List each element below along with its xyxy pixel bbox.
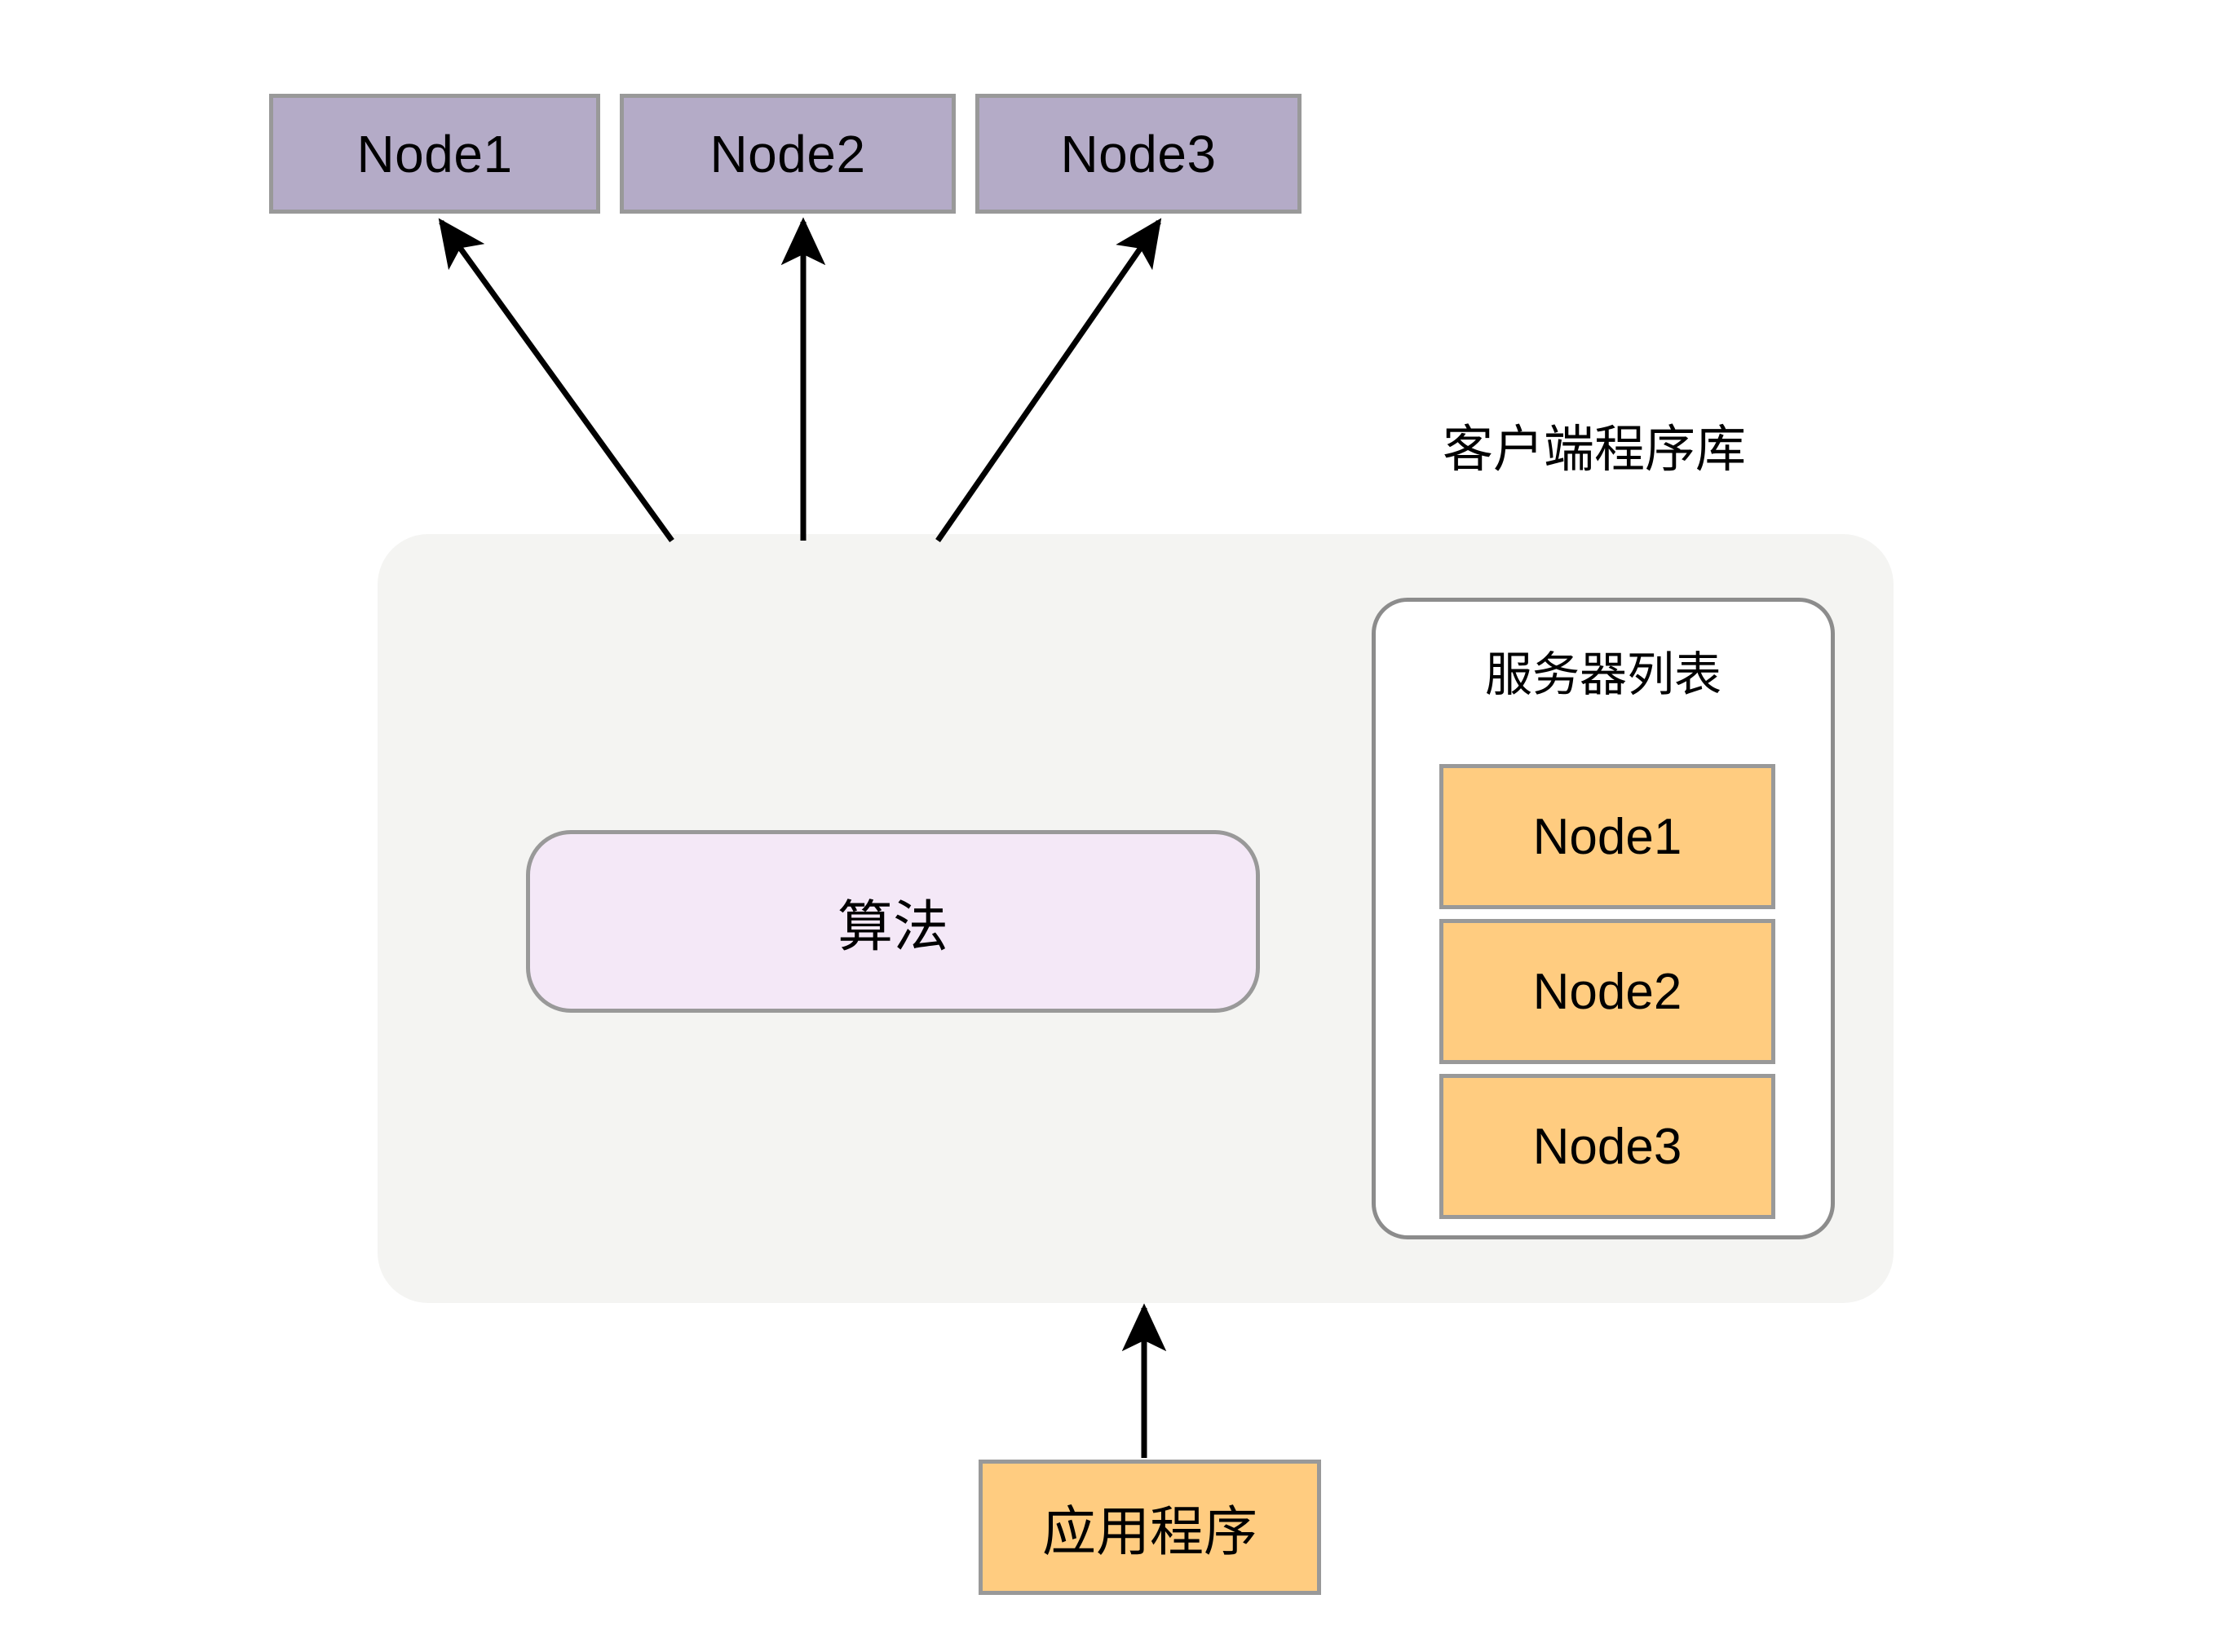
application-label: 应用程序: [1042, 1501, 1257, 1561]
server-list-item-3[interactable]: Node3: [1439, 1074, 1775, 1219]
server-list-items: Node1 Node2 Node3: [1439, 764, 1775, 1219]
server-node-label: Node1: [356, 124, 513, 183]
server-list-item-label: Node2: [1532, 963, 1682, 1020]
server-list-item-2[interactable]: Node2: [1439, 919, 1775, 1064]
arrow-to-node1: [438, 218, 674, 543]
server-node-label: Node2: [709, 124, 866, 183]
application-box[interactable]: 应用程序: [979, 1460, 1321, 1595]
client-library-label: 客户端程序库: [1442, 422, 1746, 478]
server-node-label: Node3: [1060, 124, 1217, 183]
arrow-to-node3: [935, 218, 1162, 542]
algorithm-box[interactable]: 算法: [526, 830, 1260, 1013]
server-node-box-1[interactable]: Node1: [269, 94, 600, 214]
server-list-item-label: Node1: [1532, 808, 1682, 865]
server-list-title: 服务器列表: [1484, 648, 1721, 701]
server-node-box-2[interactable]: Node2: [620, 94, 956, 214]
server-node-box-3[interactable]: Node3: [975, 94, 1302, 214]
algorithm-label: 算法: [837, 895, 948, 958]
server-list-item-label: Node3: [1532, 1118, 1682, 1175]
server-list-panel: 服务器列表 Node1 Node2 Node3: [1372, 598, 1835, 1239]
server-list-item-1[interactable]: Node1: [1439, 764, 1775, 909]
